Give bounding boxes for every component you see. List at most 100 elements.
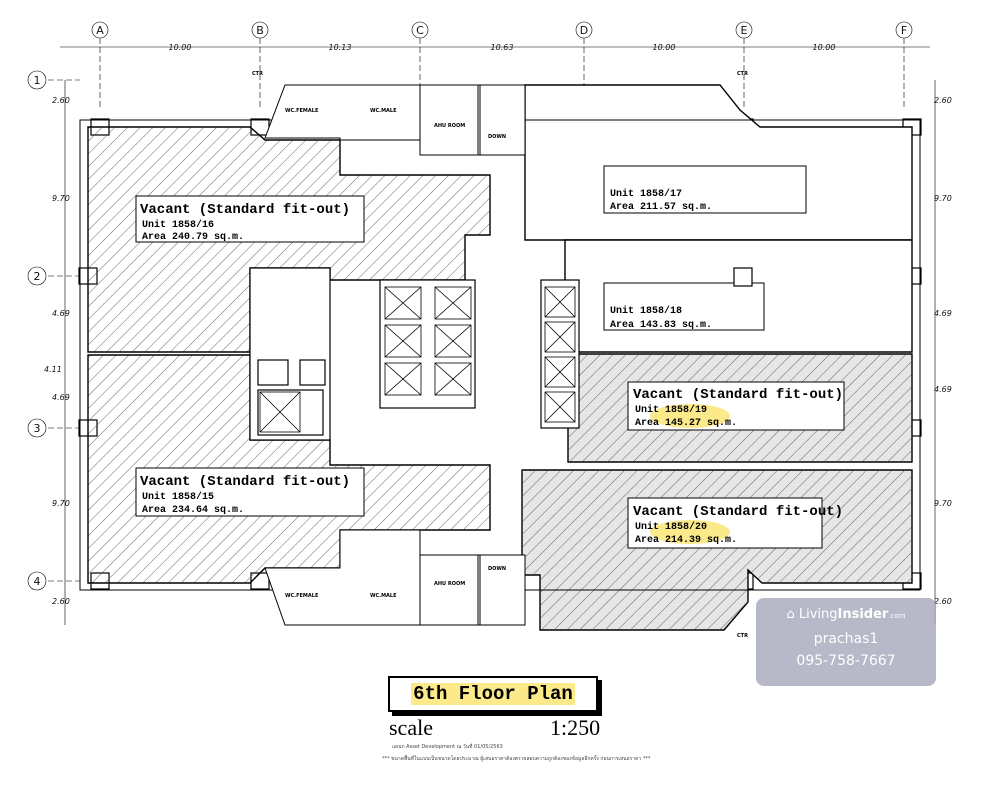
row-spacing-right: 2.60 bbox=[934, 96, 952, 105]
unit-area: Area 145.27 sq.m. bbox=[635, 418, 737, 429]
grid-label-3: 3 bbox=[34, 422, 41, 435]
row-spacing-right: 2.60 bbox=[934, 597, 952, 606]
house-logo-icon: ⌂ bbox=[786, 607, 799, 622]
grid-label-E: E bbox=[741, 24, 748, 37]
plan-title-box: 6th Floor Plan bbox=[388, 676, 598, 712]
row-spacing-left: 9.70 bbox=[52, 194, 70, 203]
elevator-car bbox=[434, 324, 472, 358]
service-block-bottom: WC.FEMALE WC.MALE AHU ROOM DOWN CTR bbox=[264, 529, 748, 639]
ahu-room-label: AHU ROOM bbox=[434, 581, 465, 587]
elevator-car bbox=[544, 286, 576, 318]
ahu-room-label: AHU ROOM bbox=[434, 123, 465, 129]
wc-female-label: WC.FEMALE bbox=[285, 108, 319, 114]
elevator-cross bbox=[259, 391, 301, 433]
grid-label-D: D bbox=[580, 24, 588, 37]
unit-label-18: Unit 1858/18 Area 143.83 sq.m. bbox=[603, 267, 765, 331]
unit-label-17: Unit 1858/17 Area 211.57 sq.m. bbox=[603, 165, 807, 214]
brand-suffix: .com bbox=[888, 612, 906, 620]
elevator-cross bbox=[544, 391, 576, 423]
row-spacing-right: 9.70 bbox=[934, 499, 952, 508]
unit-status: Vacant (Standard fit-out) bbox=[633, 504, 843, 520]
unit-17-area bbox=[524, 84, 913, 241]
unit-status: Vacant (Standard fit-out) bbox=[633, 387, 843, 403]
column-spacing: 10.00 bbox=[169, 43, 192, 52]
elevator-car bbox=[259, 391, 301, 433]
grid-bubble-E bbox=[735, 21, 753, 39]
unit-area: Area 240.79 sq.m. bbox=[142, 232, 244, 243]
row-spacing-left: 2.60 bbox=[52, 96, 70, 105]
column-spacing: 10.13 bbox=[329, 43, 352, 52]
scale-label: scale bbox=[389, 715, 433, 740]
unit-label-15: Vacant (Standard fit-out) Unit 1858/15 A… bbox=[135, 467, 365, 517]
row-spacing-right: 4.69 bbox=[934, 309, 952, 318]
grid-label-A: A bbox=[96, 24, 104, 37]
elevator-cross bbox=[544, 356, 576, 388]
unit-area: Area 143.83 sq.m. bbox=[610, 320, 712, 331]
stair-down-label: DOWN bbox=[488, 566, 506, 572]
grid-bubble-4 bbox=[27, 571, 47, 591]
stair-down-label: DOWN bbox=[488, 134, 506, 140]
grid-label-4: 4 bbox=[34, 575, 41, 588]
watermark-brand: ⌂ LivingInsider.com bbox=[756, 607, 936, 624]
elevator-bank-right bbox=[540, 279, 580, 429]
unit-area: Area 234.64 sq.m. bbox=[142, 505, 244, 516]
watermark-user: prachas1 bbox=[813, 631, 879, 647]
elevator-car bbox=[544, 356, 576, 388]
ctr-label: CTR bbox=[737, 633, 748, 639]
grid-label-B: B bbox=[256, 24, 264, 37]
unit-number: Unit 1858/18 bbox=[610, 305, 682, 317]
elevator-cross bbox=[384, 286, 422, 320]
column-spacing: 10.00 bbox=[813, 43, 836, 52]
unit-area: Area 214.39 sq.m. bbox=[635, 535, 737, 546]
source-note: แผนก Asset Development ณ วันที่ 01/05/25… bbox=[392, 744, 503, 750]
wc-male-label: WC.MALE bbox=[370, 593, 397, 599]
building-core bbox=[249, 267, 580, 441]
elevator-bank-center bbox=[379, 279, 476, 409]
elevator-car bbox=[384, 362, 422, 396]
elevator-cross bbox=[434, 286, 472, 320]
grid-bubble-B bbox=[251, 21, 269, 39]
disclaimer-note: *** ขนาดพื้นที่ในแบบเป็นขนาดโดยประมาณ ผู… bbox=[382, 756, 651, 762]
grid-bubble-2 bbox=[27, 266, 47, 286]
service-shaft bbox=[299, 359, 326, 386]
elevator-car bbox=[544, 391, 576, 423]
service-block-top: WC.FEMALE WC.MALE AHU ROOM DOWN CTR CTR bbox=[252, 71, 748, 156]
service-shaft bbox=[257, 389, 324, 436]
extra-dimension: 4.11 bbox=[44, 365, 62, 374]
elevator-car bbox=[384, 286, 422, 320]
elevator-cross bbox=[544, 286, 576, 318]
elevators bbox=[259, 286, 576, 433]
unit-label-16: Vacant (Standard fit-out) Unit 1858/16 A… bbox=[135, 195, 365, 243]
row-spacing-left: 2.60 bbox=[52, 597, 70, 606]
row-spacing-left: 4.69 bbox=[52, 309, 70, 318]
grid-label-C: C bbox=[416, 24, 424, 37]
row-spacing-left: 9.70 bbox=[52, 499, 70, 508]
unit-number: Unit 1858/17 bbox=[610, 188, 682, 200]
unit-status: Vacant (Standard fit-out) bbox=[140, 202, 350, 218]
ctr-label: CTR bbox=[252, 71, 263, 77]
elevator-cross bbox=[384, 362, 422, 396]
row-spacing-right: 4.69 bbox=[934, 385, 952, 394]
elevator-car bbox=[434, 362, 472, 396]
grid-bubble-1 bbox=[27, 70, 47, 90]
grid-bubble-3 bbox=[27, 418, 47, 438]
column-spacing: 10.63 bbox=[491, 43, 514, 52]
brand-bold: Insider bbox=[837, 607, 889, 622]
watermark-phone: 095-758-7667 bbox=[796, 653, 896, 669]
wc-male-label: WC.MALE bbox=[370, 108, 397, 114]
column-spacing: 10.00 bbox=[653, 43, 676, 52]
grid-label-2: 2 bbox=[34, 270, 41, 283]
brand-light: Living bbox=[798, 607, 838, 622]
elevator-cross bbox=[434, 324, 472, 358]
service-shaft bbox=[257, 359, 289, 386]
ctr-label: CTR bbox=[737, 71, 748, 77]
elevator-cross bbox=[384, 324, 422, 358]
grid-bubble-C bbox=[411, 21, 429, 39]
elevator-car bbox=[544, 321, 576, 353]
unit-number: Unit 1858/16 bbox=[142, 219, 214, 231]
elevator-cross bbox=[544, 321, 576, 353]
unit-status: Vacant (Standard fit-out) bbox=[140, 474, 350, 490]
plan-title: 6th Floor Plan bbox=[411, 683, 575, 705]
